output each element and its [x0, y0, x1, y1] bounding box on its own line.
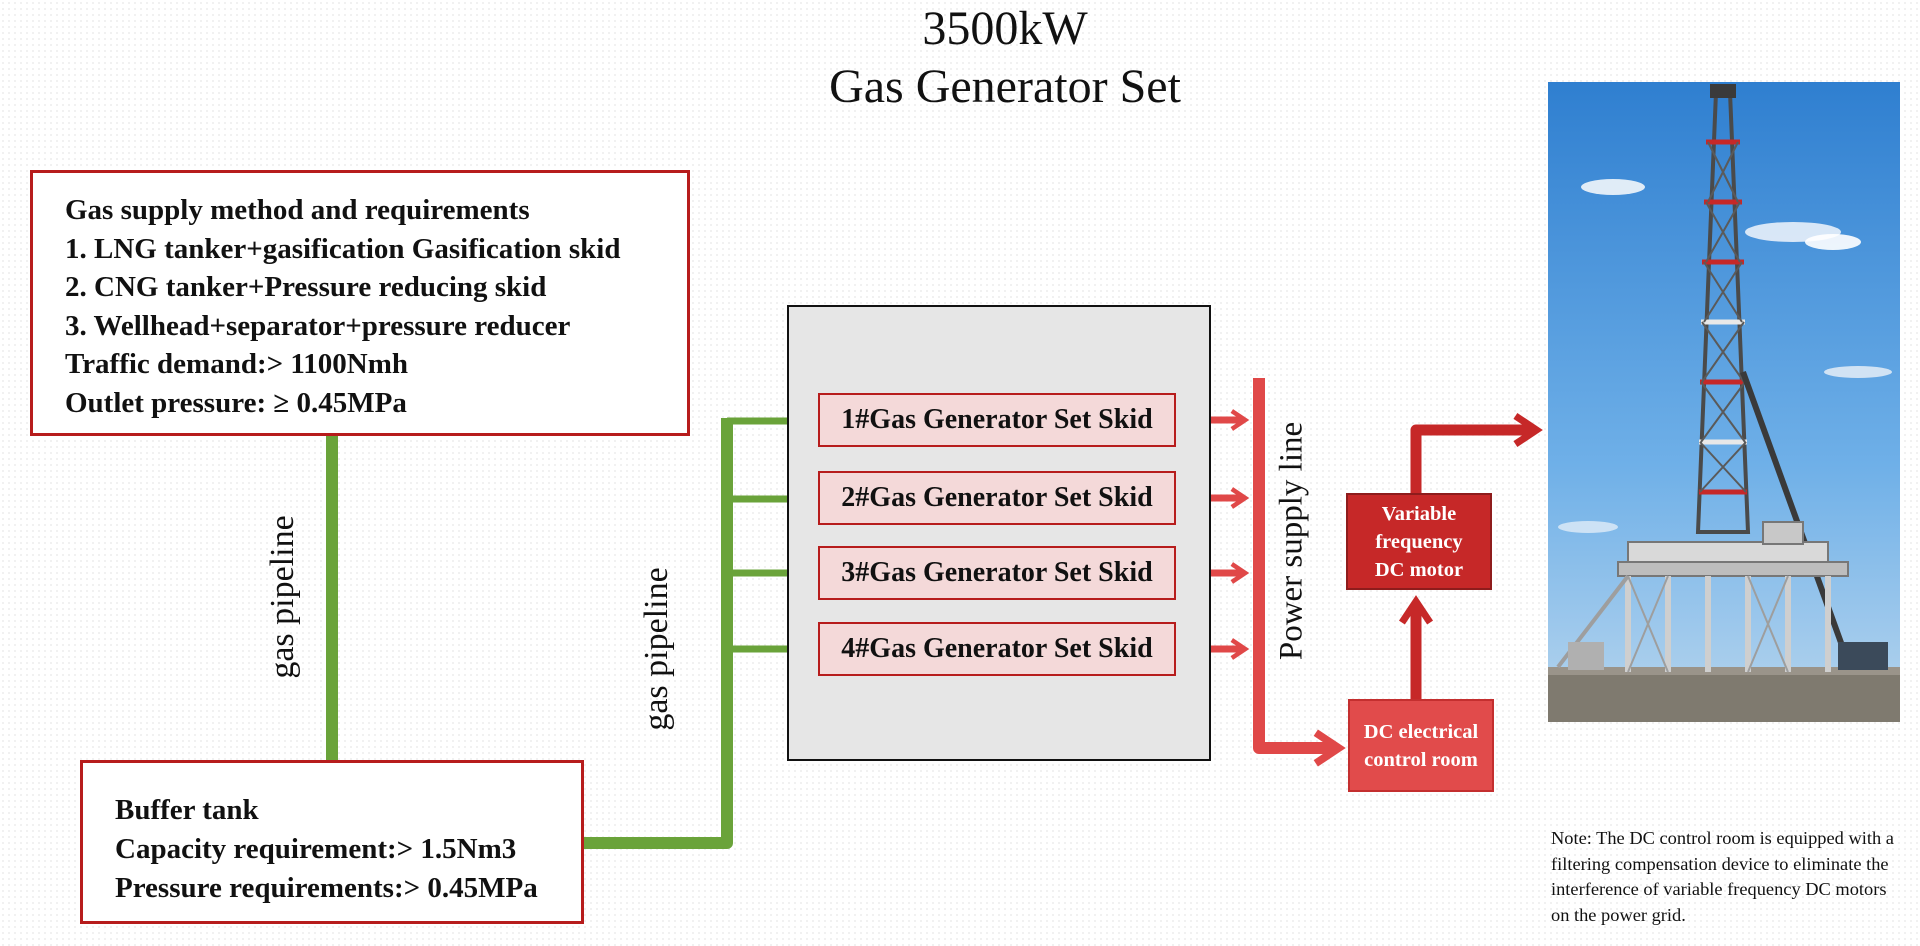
title-power-rating: 3500kW	[922, 2, 1088, 55]
generator-skid-3: 3#Gas Generator Set Skid	[818, 546, 1176, 600]
drilling-rig-photo	[1548, 82, 1900, 722]
buffer-tank-heading: Buffer tank	[115, 794, 259, 826]
generator-skid-1: 1#Gas Generator Set Skid	[818, 393, 1176, 447]
traffic-demand: Traffic demand:> 1100Nmh	[65, 348, 409, 381]
variable-frequency-dc-motor-label: Variable frequency DC motor	[1374, 502, 1464, 581]
gas-supply-item: 2. CNG tanker+Pressure reducing skid	[65, 271, 547, 304]
gas-supply-heading: Gas supply method and requirements	[65, 194, 530, 226]
buffer-tank-box: Buffer tank Capacity requirement:> 1.5Nm…	[80, 760, 584, 924]
generator-set-panel	[787, 305, 1211, 761]
gas-supply-item: 3. Wellhead+separator+pressure reducer	[65, 309, 571, 342]
power-supply-line-label: Power supply line	[1273, 421, 1310, 661]
note-text: Note: The DC control room is equipped wi…	[1551, 828, 1894, 925]
generator-skid-4: 4#Gas Generator Set Skid	[818, 622, 1176, 676]
pressure-requirement: Pressure requirements:> 0.45MPa	[115, 872, 538, 904]
motor-to-rig-arrow	[1410, 412, 1543, 493]
generator-skid-2: 2#Gas Generator Set Skid	[818, 471, 1176, 525]
gas-pipeline-branch-label: gas pipeline	[638, 567, 675, 731]
title-name: Gas Generator Set	[829, 60, 1181, 113]
gas-supply-item: 1. LNG tanker+gasification Gasification …	[65, 232, 621, 265]
dc-electrical-control-room-label: DC electrical control room	[1363, 720, 1479, 771]
diagram-title: 3500kW Gas Generator Set	[0, 0, 1920, 116]
dc-electrical-control-room: DC electrical control room	[1348, 699, 1494, 792]
power-supply-line	[1253, 378, 1346, 767]
gas-supply-box: Gas supply method and requirements 1. LN…	[30, 170, 690, 436]
variable-frequency-dc-motor: Variable frequency DC motor	[1346, 493, 1492, 590]
gas-pipeline-branch	[584, 418, 733, 849]
gas-pipeline-label: gas pipeline	[264, 515, 301, 679]
capacity-requirement: Capacity requirement:> 1.5Nm3	[115, 833, 517, 865]
outlet-pressure: Outlet pressure: ≥ 0.45MPa	[65, 386, 407, 419]
